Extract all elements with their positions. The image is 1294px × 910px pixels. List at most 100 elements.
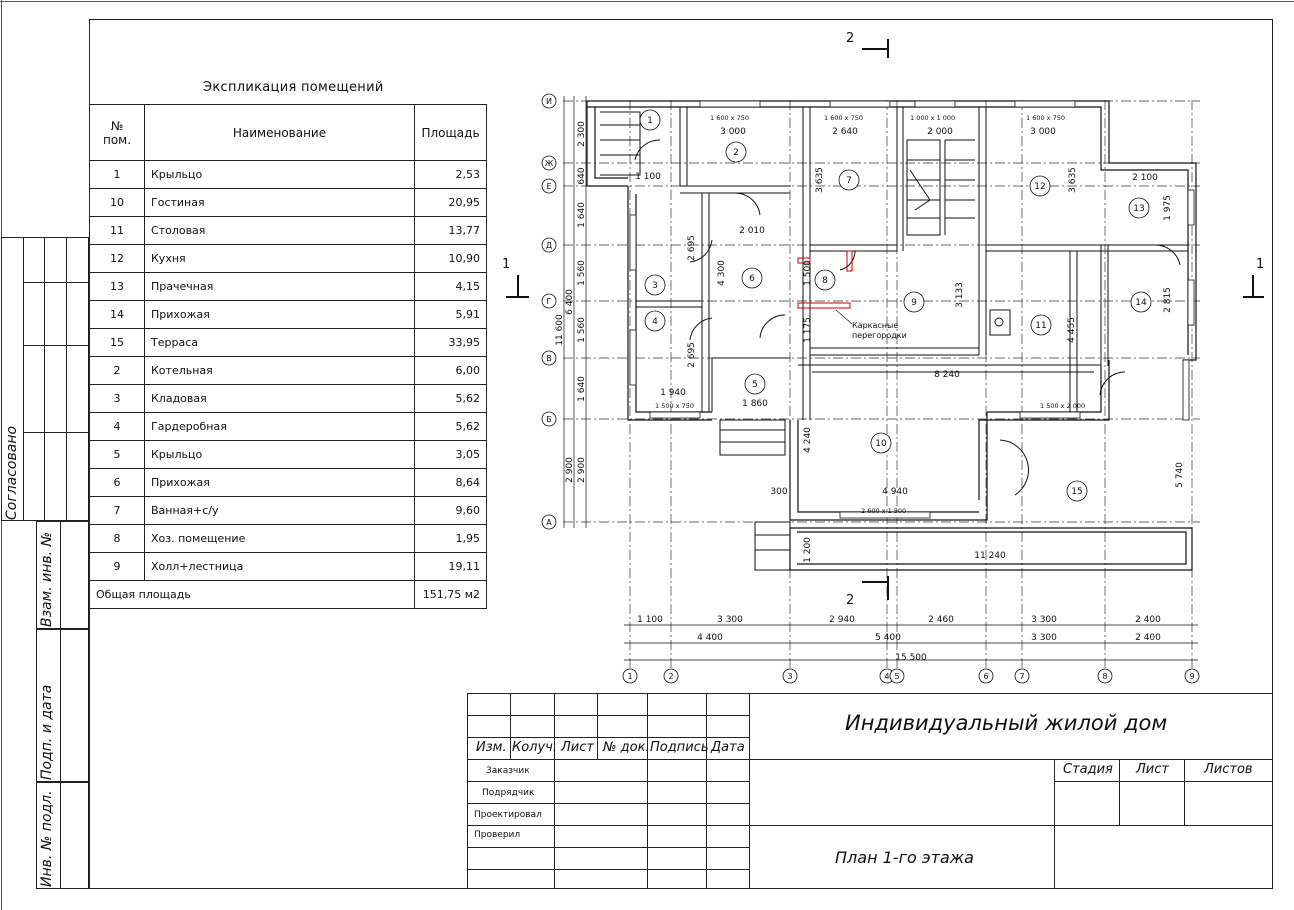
axis-9: 9 [1189,672,1194,681]
dim-l1-6: 2 900 [577,457,587,483]
explication-cell-num: 7 [89,496,145,525]
room-dim-16: 3 635 [1068,167,1078,193]
room-dim-11: 5 740 [1175,462,1185,488]
win-label-0: 1 600 x 750 [710,114,749,122]
room-dim-26: 300 [770,487,787,497]
side-stamp-row2 [23,432,89,433]
axis-Zh: Ж [545,159,554,168]
tb-stage-header: Стадия [1063,762,1113,777]
explication-cell-area: 20,95 [414,188,487,217]
room-7: 7 [846,176,852,186]
dimension-lines-left [563,96,587,528]
room-dim-14: 3 133 [955,282,965,308]
axis-grid [563,100,1200,670]
dim-b2-1: 5 400 [875,633,901,643]
explication-cell-name: Прихожая [144,300,415,329]
tb-header-doc: № док. [603,740,650,755]
room-dim-6: 1 940 [660,388,686,398]
explication-header-row: № пом. Наименование Площадь [89,104,487,161]
stamp-inv-ref-split [60,521,61,629]
room-3: 3 [652,281,658,291]
explication-cell-area: 5,91 [414,300,487,329]
windows [629,100,1195,519]
dim-b2-3: 2 400 [1135,633,1161,643]
frame-partitions [797,250,853,309]
explication-cell-area: 5,62 [414,412,487,441]
dim-b1-1: 3 300 [717,615,743,625]
explication-cell-num: 14 [89,300,145,329]
room-dim-22: 1 500 [803,260,813,286]
annotation-line2: перегородки [852,331,907,340]
room-12: 12 [1034,182,1045,192]
annotation-line1: Каркасные [852,321,898,330]
axis-B: Б [546,415,552,424]
dim-b1-5: 2 400 [1135,615,1161,625]
axis-6: 6 [983,672,988,681]
side-stamp-col1 [23,237,45,521]
room-dim-23: 1 175 [803,317,813,343]
tb-header-list: Лист [561,740,594,755]
room-dim-3: 3 000 [1030,127,1056,137]
room-dim-18: 1 975 [1163,195,1173,221]
explication-cell-num: 1 [89,160,145,189]
room-dim-15: 3 635 [815,167,825,193]
room-dim-9: 4 940 [882,487,908,497]
explication-cell-num: 15 [89,328,145,357]
room-5: 5 [752,380,758,390]
axis-bubbles-numbers [622,668,1200,684]
dim-l1-4: 1 560 [577,317,587,343]
room-dim-4: 2 100 [1132,173,1158,183]
dim-l1-2: 1 640 [577,202,587,228]
room-dim-1: 2 640 [832,127,858,137]
room-4: 4 [652,317,658,327]
section-label-top: 2 [846,31,854,46]
stamp-inv-ref-box [36,521,89,629]
axis-A: А [546,518,552,527]
dim-b2-0: 4 400 [697,633,723,643]
axis-7: 7 [1019,672,1024,681]
explication-cell-name: Гардеробная [144,412,415,441]
explication-total-row: Общая площадь 151,75 м2 [89,580,487,609]
explication-cell-area: 3,05 [414,440,487,469]
explication-cell-area: 1,95 [414,524,487,553]
room-dim-8: 8 240 [934,370,960,380]
room-2: 2 [733,148,739,158]
dim-b2-2: 3 300 [1031,633,1057,643]
tb-sheet-header: Лист [1136,762,1169,777]
axis-D: Д [546,241,552,250]
explication-cell-area: 13,77 [414,216,487,245]
dim-l1-7: 2 900 [565,457,575,483]
room-11: 11 [1035,321,1046,331]
room-dim-19: 4 300 [717,260,727,286]
explication-cell-area: 6,00 [414,356,487,385]
win-label-1: 1 600 x 750 [824,114,863,122]
room-dim-5: 2 010 [739,226,765,236]
win-label-3: 1 600 x 750 [1026,114,1065,122]
room-14: 14 [1135,298,1147,308]
explication-cell-name: Котельная [144,356,415,385]
tb-role-designer: Проектировал [474,810,542,820]
room-dim-12: 4 455 [1067,317,1077,343]
room-dim-25: 1 100 [635,172,661,182]
dim-b1-4: 3 300 [1031,615,1057,625]
explication-cell-name: Ванная+с/у [144,496,415,525]
axis-G: Г [547,297,552,306]
axis-E: Е [546,182,551,191]
win-label-2: 1 000 x 1 000 [910,114,955,122]
dim-l1-5: 1 640 [577,376,587,402]
dim-l1-1: 640 [577,167,587,184]
stamp-inv-orig-split [60,782,61,889]
axis-bubbles-letters [541,93,557,530]
tb-header-sign: Подпись [650,740,709,755]
side-stamp-block [1,237,89,521]
sheet-edge-top [0,1,1294,2]
project-title: Индивидуальный жилой дом [845,711,1168,735]
axis-V: В [546,354,552,363]
